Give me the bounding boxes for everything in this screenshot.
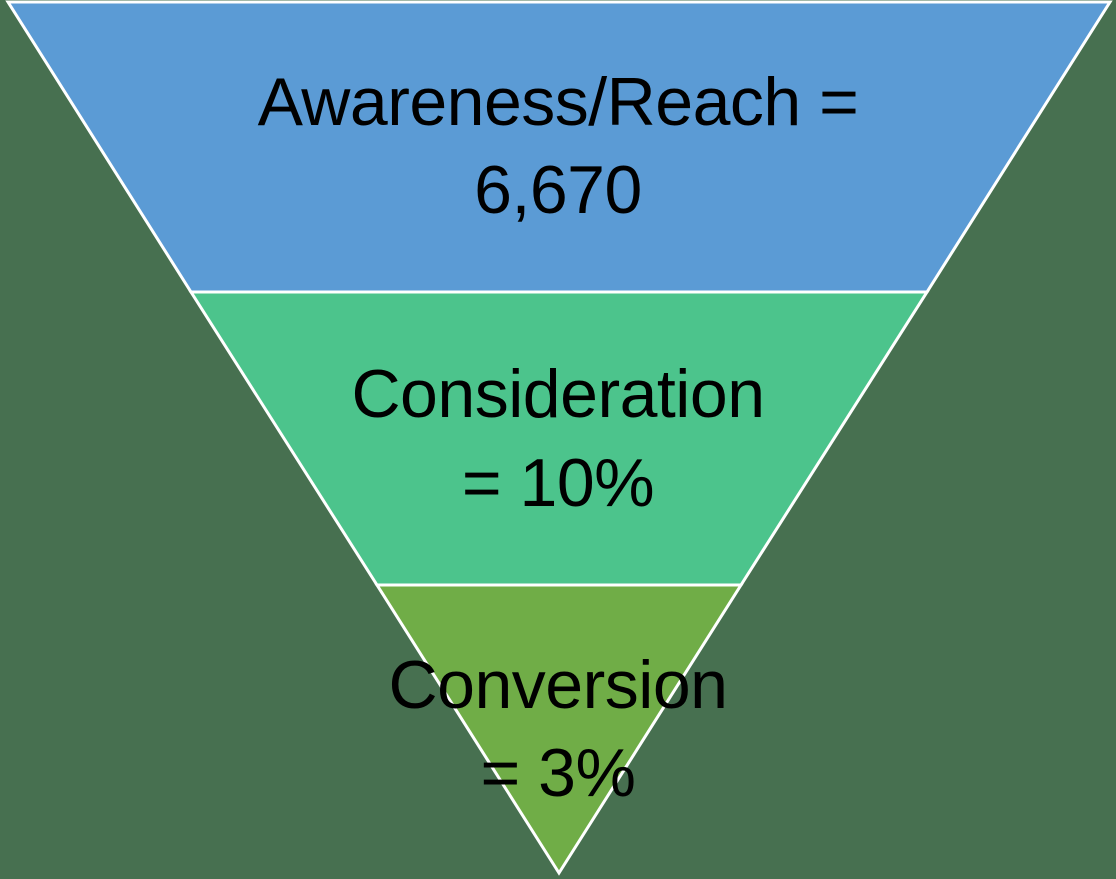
funnel-stage-conversion-shape [374,583,744,876]
funnel-stage-consideration-shape [188,290,930,587]
funnel-stage-awareness-shape [5,0,1113,294]
